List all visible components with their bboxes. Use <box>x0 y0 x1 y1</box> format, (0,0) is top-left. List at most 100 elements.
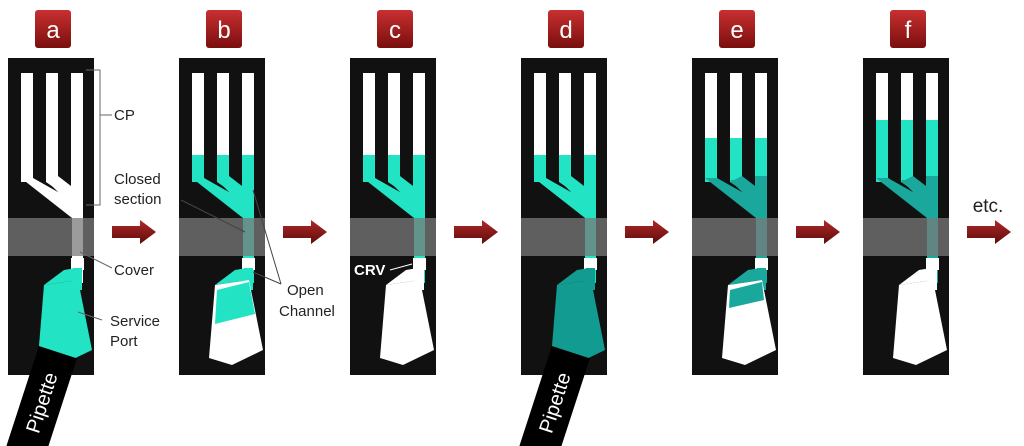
step-label-c: c <box>389 17 401 44</box>
panel-b: b <box>179 10 327 375</box>
leader-line <box>79 251 113 269</box>
open-channel-label: Open <box>287 282 324 299</box>
port-neck <box>899 268 933 285</box>
port-neck <box>215 268 249 285</box>
step-badge-e <box>719 10 755 48</box>
pipette-body <box>519 346 590 446</box>
cp-fluid <box>242 155 254 182</box>
cp-fluid <box>926 120 938 182</box>
branch-arm <box>705 178 758 214</box>
branch-arm <box>21 178 74 214</box>
cp-label: CP <box>114 107 135 124</box>
service-port <box>38 280 92 365</box>
step-badge-c <box>377 10 413 48</box>
cp-fluid <box>534 155 546 182</box>
port-neck <box>728 268 762 285</box>
progress-arrow <box>625 220 669 244</box>
port-neck <box>557 268 591 285</box>
branch-arm <box>192 178 245 214</box>
pipette-body <box>6 346 77 446</box>
cp-fluid <box>901 120 913 182</box>
cp-fluid <box>363 155 375 182</box>
crv-valve <box>755 258 768 270</box>
cover-band <box>521 218 607 256</box>
cp-channel <box>217 73 229 182</box>
branch-arm <box>534 178 587 214</box>
cover-band <box>179 218 265 256</box>
leader-line <box>252 271 282 285</box>
branch-arm <box>217 180 245 206</box>
step-badge-f <box>890 10 926 48</box>
progress-arrow <box>796 220 840 244</box>
cover-label: Cover <box>114 262 154 279</box>
leader-line <box>389 263 413 271</box>
cp-fluid <box>876 120 888 182</box>
port-fluid <box>215 282 255 324</box>
step-label-f: f <box>905 17 912 44</box>
crv-label: CRV <box>354 262 385 279</box>
service-port <box>380 280 434 365</box>
cover-band <box>863 218 949 256</box>
branch-arm <box>363 178 416 214</box>
leader-line <box>180 199 246 233</box>
cover-band <box>350 218 436 256</box>
step-badge-a <box>35 10 71 48</box>
branch-arm <box>730 180 758 206</box>
cp-channel <box>192 73 204 182</box>
crv-valve <box>584 258 597 270</box>
pipette: Pipette <box>6 346 77 446</box>
port-neck <box>386 268 420 285</box>
step-label-a: a <box>46 17 60 44</box>
cp-fluid <box>217 155 229 182</box>
cp-channel <box>559 73 571 182</box>
panel-f: f <box>863 10 1011 375</box>
cp-channel <box>21 73 33 182</box>
service-port <box>551 280 605 365</box>
service-port-label: Service <box>110 313 160 330</box>
cp-channel <box>388 73 400 182</box>
cp-fluid <box>388 155 400 182</box>
panel-e: e <box>692 10 840 375</box>
port-neck <box>44 268 78 285</box>
crv-valve <box>71 258 84 270</box>
cover-band <box>692 218 778 256</box>
cp-fluid <box>192 155 204 182</box>
branch-arm <box>901 180 929 206</box>
progress-arrow <box>967 220 1011 244</box>
service-port <box>893 280 947 365</box>
step-label-b: b <box>217 17 230 44</box>
branch-arm <box>388 180 416 206</box>
leader-line <box>252 189 282 285</box>
progress-arrow <box>454 220 498 244</box>
cp-channel <box>534 73 546 182</box>
crv-valve <box>926 258 939 270</box>
pipette: Pipette <box>519 346 590 446</box>
progress-arrow <box>283 220 327 244</box>
cp-fluid <box>584 155 596 182</box>
cp-channel <box>413 73 425 182</box>
cp-fluid <box>755 138 767 182</box>
leader-line <box>77 311 103 321</box>
cp-fluid <box>413 155 425 182</box>
cp-channel <box>363 73 375 182</box>
crv-valve <box>413 258 426 270</box>
cover-band <box>8 218 94 256</box>
open-channel-label: Channel <box>279 303 335 320</box>
closed-section-label: section <box>114 191 162 208</box>
branch-arm <box>876 178 929 214</box>
step-label-d: d <box>559 17 572 44</box>
step-badge-b <box>206 10 242 48</box>
cp-bracket <box>86 69 101 206</box>
crv-valve <box>242 258 255 270</box>
panel-c: c <box>350 10 498 375</box>
cp-fluid <box>559 155 571 182</box>
cp-fluid <box>705 138 717 182</box>
service-port-label: Port <box>110 333 138 350</box>
progress-arrow <box>112 220 156 244</box>
branch-arm <box>46 180 74 206</box>
cp-fluid <box>730 138 742 182</box>
cp-channel <box>242 73 254 182</box>
closed-section-label: Closed <box>114 171 161 188</box>
